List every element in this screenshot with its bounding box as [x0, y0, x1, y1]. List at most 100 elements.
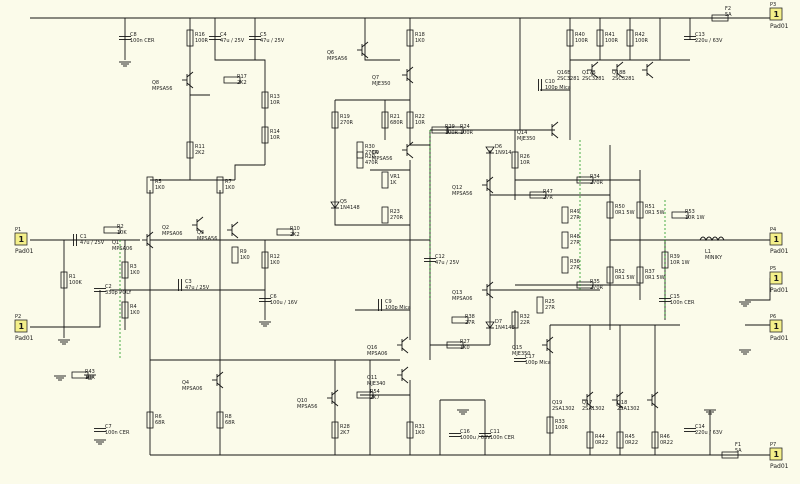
resistor-symbol: [223, 76, 241, 84]
diode-symbol: [330, 201, 340, 209]
resistor-symbol: [561, 256, 569, 274]
resistor-symbol: [446, 341, 464, 349]
resistor-symbol: [261, 91, 269, 109]
wiring: [30, 17, 778, 456]
pad-p7: P7 1 Pad01: [769, 442, 789, 470]
part-value: 2SA1302: [552, 406, 575, 412]
part-value: 27R: [570, 265, 580, 271]
transistor-collector: [486, 281, 494, 288]
pad-p4: P4 1 Pad01: [769, 227, 789, 255]
part-value: 0R1 5W: [645, 275, 665, 281]
resistor-symbol: [446, 126, 464, 134]
transistor-emitter: [186, 82, 194, 89]
part-ref: C12: [435, 254, 445, 260]
pad-label: Pad01: [15, 248, 34, 255]
part-value: 10R: [85, 375, 95, 381]
part-value: 100n CER: [670, 300, 695, 306]
part-value: MJE340: [367, 381, 386, 387]
resistor-symbol: [103, 226, 121, 234]
part-ref: R41: [605, 32, 615, 38]
pad-num: 1: [774, 322, 780, 331]
resistor-symbol: [356, 151, 364, 169]
part-ref: R22: [415, 114, 425, 120]
pad-num: 1: [774, 274, 780, 283]
resistor-symbol: [406, 421, 414, 439]
resistor-symbol: [576, 281, 594, 289]
pad-ref: P1: [15, 227, 21, 233]
part-value: MJE350: [512, 351, 531, 357]
part-ref: C4: [220, 32, 227, 38]
resistor-symbol: [381, 206, 389, 224]
transistor-emitter: [486, 292, 494, 299]
part-ref: R39: [670, 254, 680, 260]
part-value: 27R: [570, 215, 580, 221]
part-value: 470R: [365, 160, 379, 166]
transistor-collector: [646, 61, 654, 68]
part-value: 2K7: [370, 395, 380, 401]
part-value: 1K0: [415, 430, 425, 436]
pad-ref: P2: [15, 314, 21, 320]
transistor-emitter: [406, 77, 414, 84]
part-ref: R3: [130, 264, 137, 270]
transistor-collector: [616, 391, 624, 398]
pad-label: Pad01: [770, 287, 789, 294]
part-ref: R53: [685, 209, 695, 215]
part-value: MPSA06: [162, 231, 182, 237]
part-ref: R46: [660, 434, 670, 440]
diode-symbol: [485, 146, 495, 154]
part-value: 68R: [155, 420, 165, 426]
part-value: 10R 1W: [670, 260, 690, 266]
part-ref: Q16: [367, 345, 377, 351]
resistor-symbol: [606, 266, 614, 284]
transistor-emitter: [401, 347, 409, 354]
transistor-collector: [546, 336, 554, 343]
part-value: 0R1 5W: [615, 210, 635, 216]
pad-ref: P4: [770, 227, 776, 233]
part-ref: Q5: [340, 199, 347, 205]
part-value: 5A: [725, 12, 732, 18]
part-value: 100p Mica: [525, 360, 551, 366]
resistor-symbol: [121, 261, 129, 279]
part-value: 1K0: [460, 345, 470, 351]
part-ref: Q3: [197, 230, 204, 236]
resistor-symbol: [606, 201, 614, 219]
part-ref: Q2: [162, 225, 169, 231]
part-value: 10R: [415, 120, 425, 126]
part-ref: VR1: [390, 174, 400, 180]
part-ref: R5: [155, 179, 162, 185]
resistor-symbol: [186, 141, 194, 159]
part-ref: R7: [225, 179, 232, 185]
resistor-symbol: [60, 271, 68, 289]
part-value: 27R: [545, 305, 555, 311]
part-ref: Q18B: [612, 70, 626, 76]
part-ref: Q15: [512, 345, 522, 351]
transistor-emitter: [546, 347, 554, 354]
pad-p6: P6 1 Pad01: [769, 314, 789, 342]
part-ref: R36: [570, 259, 580, 265]
part-ref: R26: [520, 154, 530, 160]
